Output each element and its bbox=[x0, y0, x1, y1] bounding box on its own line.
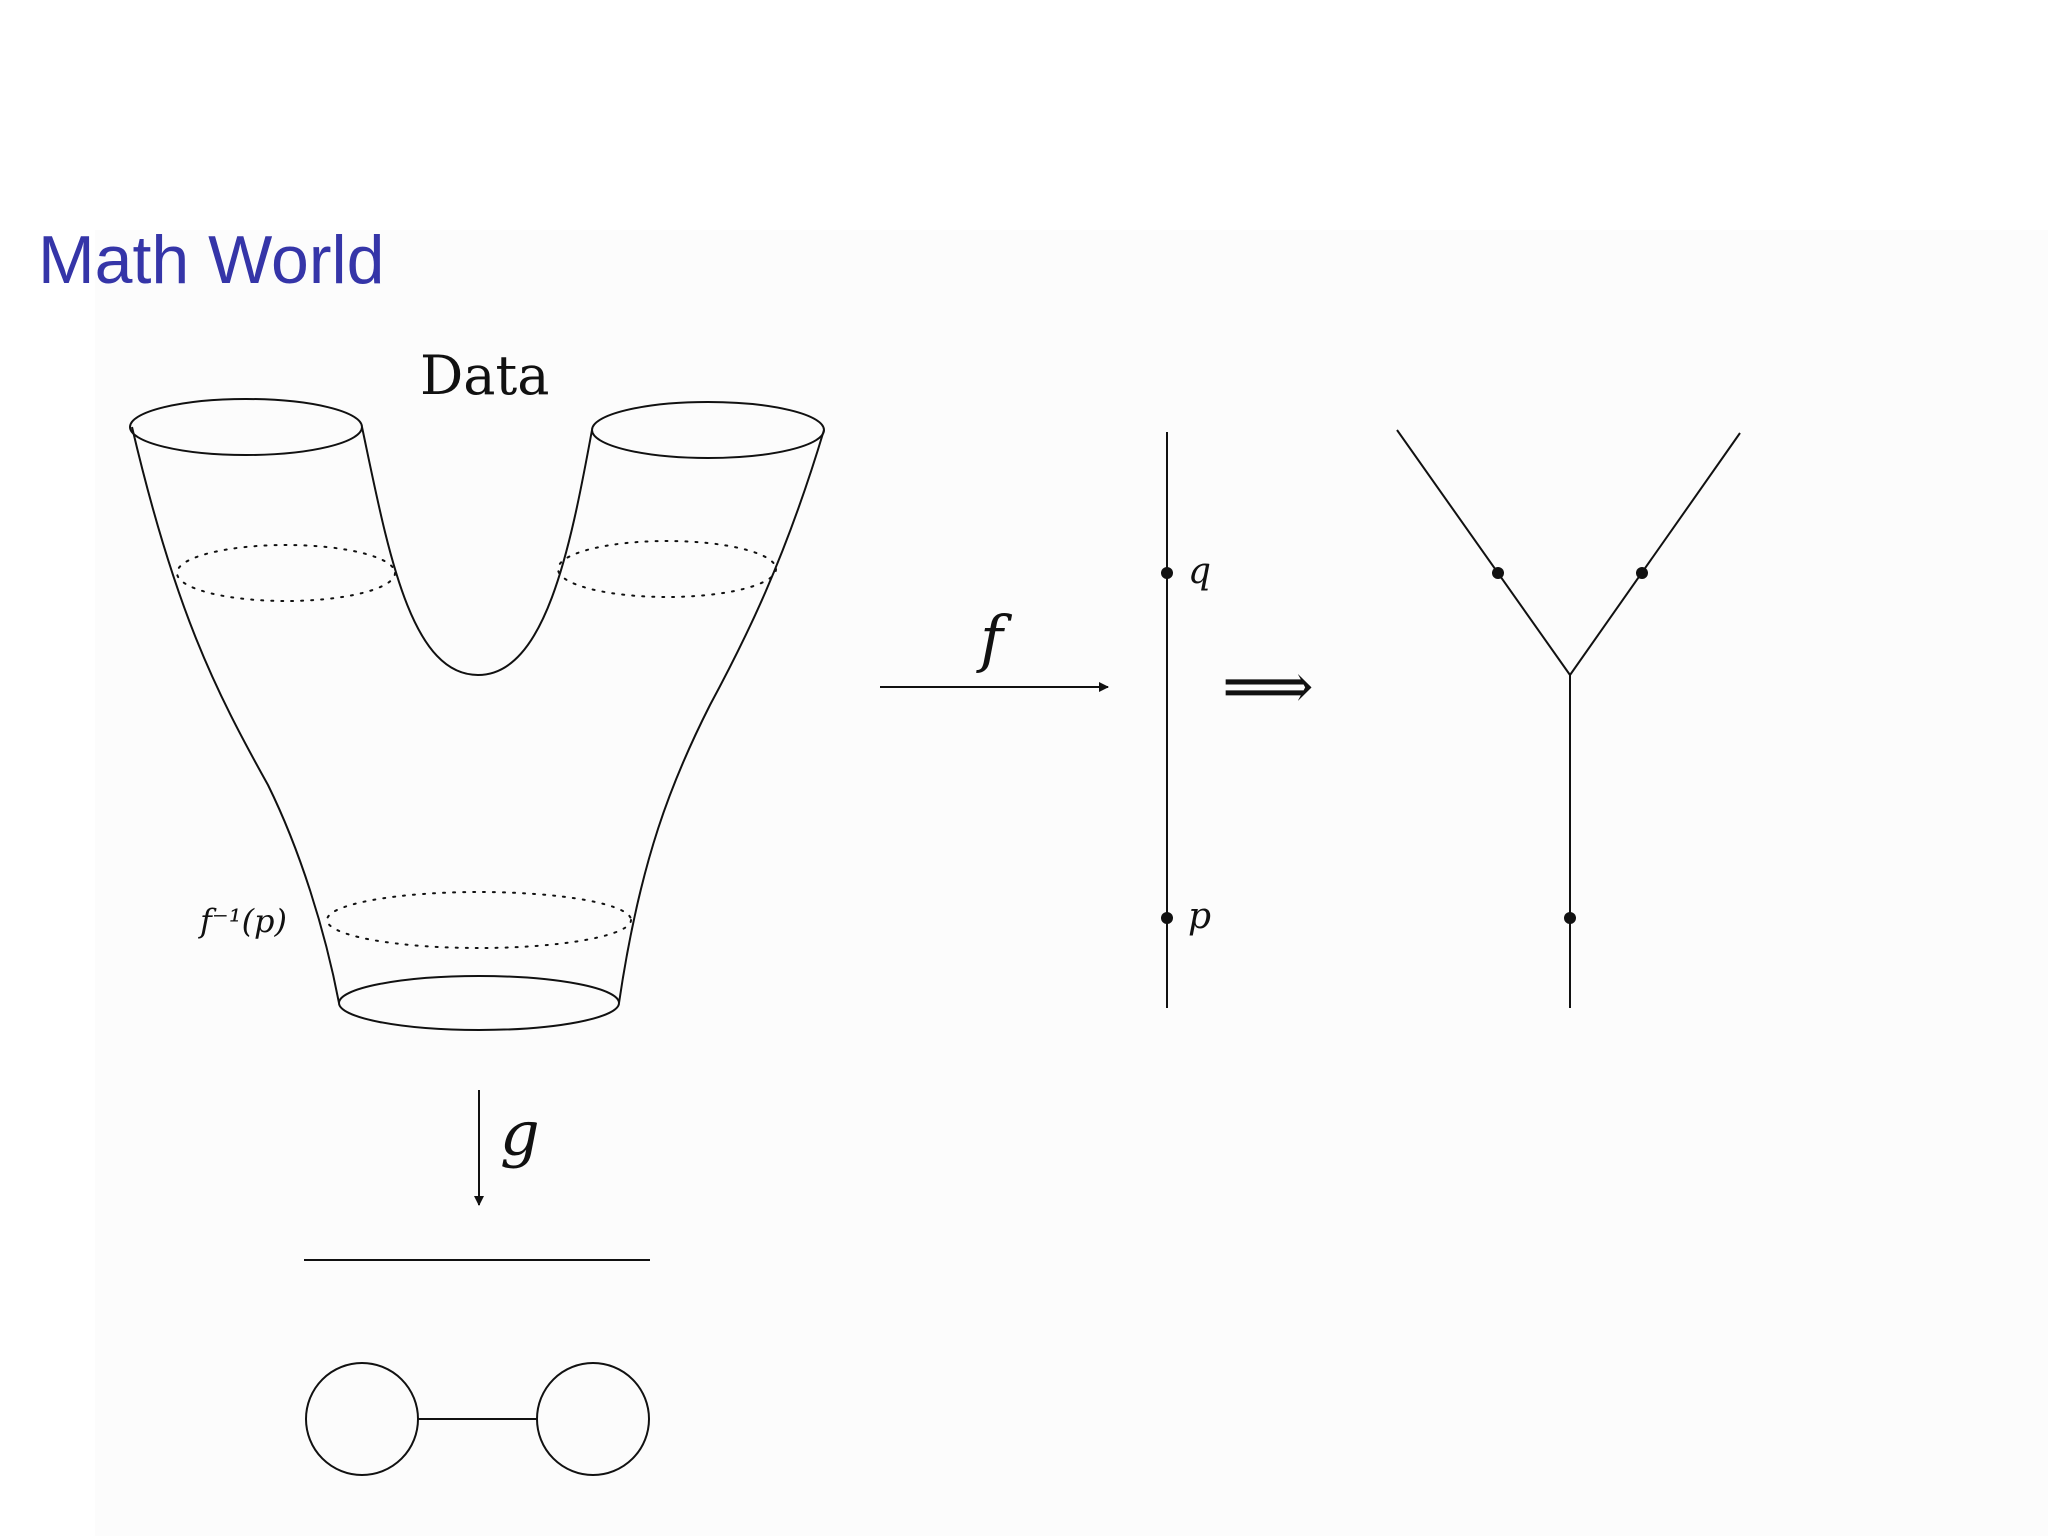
reeb-graph-left-branch bbox=[1396, 429, 1571, 676]
dumbbell-right-loop bbox=[536, 1362, 650, 1476]
dumbbell-graph bbox=[305, 1362, 650, 1476]
point-p-label: p bbox=[1188, 896, 1211, 937]
real-line-group: q p bbox=[1161, 432, 1211, 1008]
map-f-arrow-group: f bbox=[880, 602, 1109, 692]
surface-right-outline bbox=[618, 429, 825, 1004]
implies-symbol: ⟹ bbox=[1222, 650, 1314, 724]
surface-label: Data bbox=[420, 344, 549, 407]
slide-background bbox=[95, 230, 2048, 1536]
preimage-level-set bbox=[326, 891, 632, 949]
reeb-graph-right-branch bbox=[1569, 432, 1741, 676]
map-f-label: f bbox=[976, 602, 1013, 675]
slide-title: Math World bbox=[38, 222, 385, 298]
surface-left-outline bbox=[131, 426, 340, 1004]
left-leg-level-set bbox=[176, 544, 396, 602]
right-top-boundary-circle bbox=[591, 401, 825, 459]
point-p bbox=[1161, 912, 1173, 924]
reeb-graph bbox=[1396, 429, 1741, 1008]
point-q-label: q bbox=[1188, 551, 1211, 592]
reeb-graph-left-node bbox=[1492, 567, 1504, 579]
dumbbell-left-loop bbox=[305, 1362, 419, 1476]
map-g-arrow-group: g bbox=[474, 1090, 540, 1206]
reeb-graph-right-node bbox=[1636, 567, 1648, 579]
point-q bbox=[1161, 567, 1173, 579]
reeb-graph-bottom-node bbox=[1564, 912, 1576, 924]
left-top-boundary-circle bbox=[129, 398, 363, 456]
map-g-label: g bbox=[500, 1097, 540, 1170]
right-leg-level-set bbox=[557, 540, 777, 598]
preimage-label: f⁻¹(p) bbox=[198, 902, 287, 940]
surface-crotch-outline bbox=[361, 426, 593, 677]
pants-surface: Data f⁻¹(p) bbox=[129, 344, 825, 1031]
bottom-boundary-circle bbox=[338, 975, 620, 1031]
